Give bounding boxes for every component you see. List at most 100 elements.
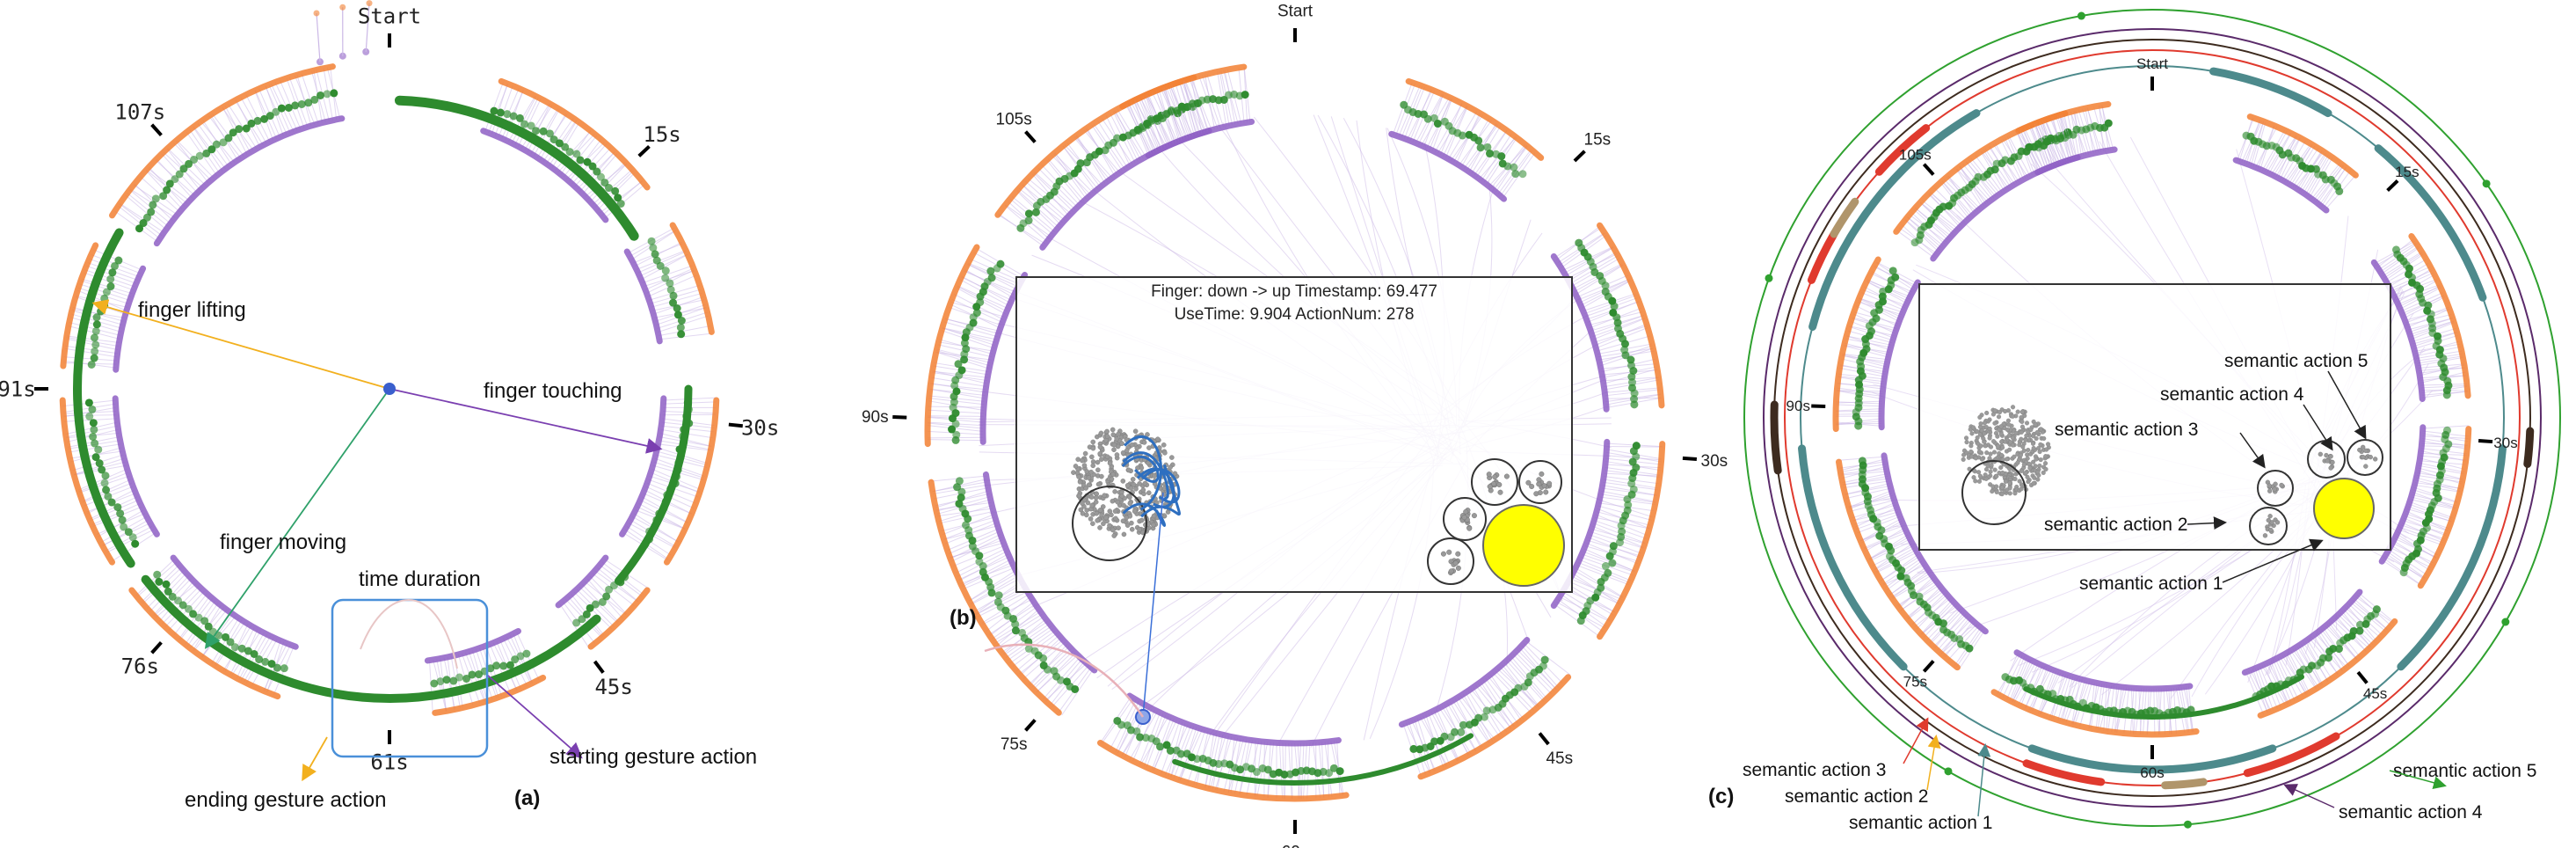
- lift-arc[interactable]: [128, 587, 281, 700]
- semantic-dot[interactable]: [2501, 618, 2510, 626]
- cluster-circle[interactable]: [1427, 537, 1474, 585]
- touch-arc[interactable]: [1126, 692, 1342, 747]
- cluster-circle[interactable]: [1518, 460, 1562, 504]
- cluster-point: [1491, 480, 1497, 486]
- cluster-circle[interactable]: [2249, 507, 2288, 545]
- right-gesture-clusters-c[interactable]: [2249, 439, 2383, 545]
- semantic-segment[interactable]: [2161, 778, 2208, 790]
- semantic-segment[interactable]: [2243, 732, 2340, 778]
- cluster-circle[interactable]: [2347, 439, 2383, 476]
- highlight-cluster[interactable]: [2313, 478, 2375, 539]
- move-arc[interactable]: [614, 384, 693, 586]
- lift-arc[interactable]: [669, 222, 715, 335]
- semantic-segment[interactable]: [2209, 67, 2332, 118]
- touch-arc[interactable]: [1550, 252, 1610, 413]
- touch-arc[interactable]: [424, 627, 521, 664]
- semantic-dot[interactable]: [1944, 767, 1953, 776]
- cluster-point: [1970, 425, 1976, 430]
- touch-arc[interactable]: [112, 395, 160, 537]
- semantic-dot[interactable]: [2183, 820, 2192, 829]
- semantic-segment[interactable]: [1798, 444, 1908, 671]
- semantic-segment[interactable]: [2523, 427, 2535, 468]
- touch-arc[interactable]: [480, 128, 609, 223]
- touch-arc[interactable]: [2241, 588, 2363, 676]
- lift-arc[interactable]: [2417, 426, 2472, 589]
- touch-arc[interactable]: [1881, 452, 1989, 635]
- cluster-circle[interactable]: [1443, 497, 1487, 541]
- lift-arc[interactable]: [1836, 458, 1961, 671]
- move-arc[interactable]: [394, 95, 639, 241]
- cluster-circle[interactable]: [2257, 470, 2294, 507]
- semantic-dot[interactable]: [2482, 179, 2491, 188]
- semantic-segment[interactable]: [2022, 759, 2106, 786]
- cluster-circle[interactable]: [1961, 460, 2027, 525]
- touch-arc[interactable]: [1398, 637, 1531, 728]
- touch-arc[interactable]: [979, 272, 1029, 445]
- lift-arc[interactable]: [587, 587, 651, 650]
- touch-arc[interactable]: [2232, 157, 2330, 214]
- move-dot: [1483, 143, 1492, 151]
- move-arc[interactable]: [141, 574, 601, 703]
- lift-arc[interactable]: [2246, 113, 2359, 179]
- touch-arc[interactable]: [555, 554, 609, 609]
- semantic-segment[interactable]: [2397, 444, 2507, 671]
- lift-arc[interactable]: [924, 244, 980, 448]
- lift-arc[interactable]: [994, 74, 1197, 218]
- trajectory: [1141, 468, 1181, 504]
- lift-arc[interactable]: [1405, 77, 1545, 161]
- touch-arc[interactable]: [1039, 128, 1212, 251]
- lift-arc[interactable]: [1893, 110, 2069, 235]
- move-arc[interactable]: [2023, 674, 2304, 720]
- touch-arc[interactable]: [153, 115, 346, 247]
- lift-arc[interactable]: [1990, 689, 2200, 738]
- cluster-circle[interactable]: [1471, 458, 1518, 506]
- semantic-dot[interactable]: [2077, 11, 2085, 20]
- lift-arc[interactable]: [1597, 222, 1665, 409]
- lift-arc[interactable]: [59, 397, 116, 566]
- left-gesture-cluster[interactable]: [1071, 427, 1181, 561]
- semantic-segment[interactable]: [2374, 144, 2487, 302]
- semantic-segment[interactable]: [2027, 744, 2277, 774]
- center-point[interactable]: [383, 383, 396, 395]
- lift-arc[interactable]: [1096, 739, 1350, 802]
- touch-arc[interactable]: [1878, 279, 1921, 431]
- highlight-cluster[interactable]: [1482, 504, 1565, 587]
- ending-gesture-arrow: [302, 736, 328, 782]
- semantic-segment[interactable]: [1874, 124, 1931, 176]
- semantic-dot[interactable]: [1765, 274, 1773, 282]
- touch-arc[interactable]: [170, 554, 299, 650]
- touch-arc[interactable]: [1388, 130, 1508, 202]
- semantic-segment[interactable]: [1830, 197, 1859, 238]
- lift-arc[interactable]: [498, 77, 651, 191]
- lift-arc[interactable]: [1832, 256, 1881, 433]
- semantic-ring[interactable]: [1763, 28, 2542, 808]
- semantic-segment[interactable]: [1770, 400, 1782, 475]
- move-arc[interactable]: [73, 228, 135, 568]
- right-gesture-clusters[interactable]: [1427, 458, 1565, 587]
- lift-arc[interactable]: [2257, 618, 2398, 719]
- touch-arc[interactable]: [113, 265, 147, 373]
- move-arc[interactable]: [1172, 733, 1474, 786]
- left-gesture-cluster-c[interactable]: [1961, 405, 2051, 525]
- lift-arc[interactable]: [663, 397, 720, 566]
- lift-arc[interactable]: [928, 479, 1062, 716]
- lift-arc[interactable]: [432, 674, 547, 716]
- lift-arc[interactable]: [1597, 441, 1666, 640]
- move-dot: [253, 116, 262, 125]
- move-dot: [98, 465, 106, 474]
- lift-arc[interactable]: [1417, 674, 1572, 780]
- touch-arc[interactable]: [1930, 154, 2081, 262]
- touch-arc[interactable]: [2013, 649, 2194, 692]
- touch-arc[interactable]: [2370, 259, 2426, 403]
- lift-arc[interactable]: [60, 242, 99, 369]
- semantic-ring[interactable]: [1784, 49, 2521, 786]
- lift-arc[interactable]: [109, 63, 336, 219]
- touch-arc[interactable]: [619, 395, 667, 537]
- semantic-ring[interactable]: [1743, 9, 2561, 827]
- time-label: Start: [1277, 3, 1313, 21]
- lift-arc[interactable]: [2408, 233, 2471, 399]
- cluster-circle[interactable]: [1072, 486, 1147, 561]
- touch-arc[interactable]: [623, 248, 663, 345]
- semantic-segment[interactable]: [1808, 109, 1981, 331]
